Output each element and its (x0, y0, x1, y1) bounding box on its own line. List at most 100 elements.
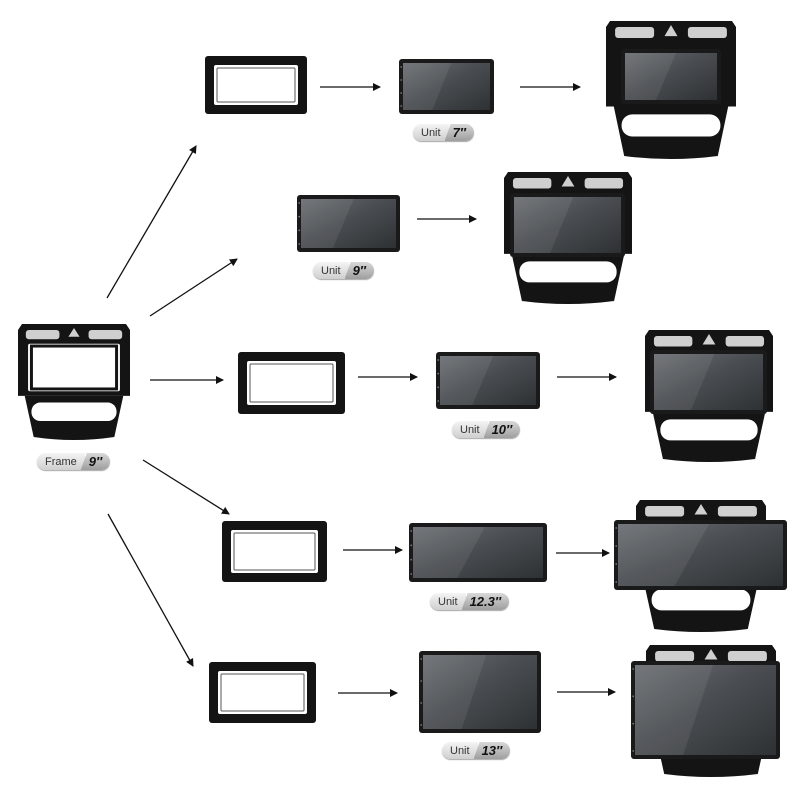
unit-side-button (437, 359, 440, 361)
unit-screen (618, 524, 783, 586)
unit-size: 12.3″ (461, 593, 510, 610)
unit-screen (440, 356, 536, 405)
result-screen-13 (631, 661, 780, 759)
dash-climate-slot (621, 114, 721, 137)
head-unit-13 (419, 651, 541, 733)
branch-arrow-9 (149, 258, 238, 317)
unit-label-text: Unit (413, 124, 449, 141)
unit-screen-glare (618, 524, 710, 586)
branch-arrow-12-3 (142, 459, 230, 515)
frame-inner-edge (233, 532, 316, 571)
unit-side-button (615, 527, 618, 529)
dash-vent-right (687, 27, 727, 39)
frame-opening (231, 530, 318, 573)
unit-label-text: Unit (442, 742, 478, 759)
unit-screen (635, 665, 776, 755)
unit-screen (301, 199, 396, 248)
unit-screen (423, 655, 537, 729)
unit-screen-glare (635, 665, 713, 755)
unit-side-button (400, 66, 403, 68)
frame-opening (214, 65, 298, 105)
unit-side-button (437, 400, 440, 402)
source-frame (18, 324, 130, 440)
dash-climate-slot (660, 419, 758, 441)
unit-label-text: Unit (430, 593, 466, 610)
dash-vent-left (512, 178, 552, 189)
dash-vent-right (725, 336, 765, 347)
head-unit-7 (399, 59, 494, 114)
dash-vent-left (645, 506, 685, 517)
unit-label-9: Unit 9″ (313, 262, 375, 279)
dash-vent-right (717, 506, 757, 517)
dash-climate-slot (519, 261, 617, 283)
dash-climate-slot (651, 589, 751, 611)
dash-hazard-button (561, 176, 575, 187)
dash-hazard-button (694, 504, 708, 515)
unit-side-button (410, 573, 413, 575)
dash-hazard-button (702, 334, 716, 345)
unit-screen-glare (423, 655, 487, 729)
unit-screen (403, 63, 490, 110)
dash-screen (654, 354, 763, 410)
head-unit-12-3 (409, 523, 547, 582)
dash-vent-right (584, 178, 624, 189)
dash-hazard-button (68, 328, 80, 337)
unit-screen-glare (403, 63, 452, 110)
unit-side-button (632, 695, 635, 698)
adapter-frame-7 (205, 56, 307, 114)
dash-vent-left (653, 336, 693, 347)
unit-side-button (400, 105, 403, 107)
unit-label-13: Unit 13″ (442, 742, 511, 759)
unit-label-text: Unit (452, 421, 488, 438)
dash-vent-right (88, 330, 123, 340)
dash-screen-glare (654, 354, 715, 410)
unit-size: 7″ (444, 124, 475, 141)
unit-side-button (632, 750, 635, 752)
head-unit-10 (436, 352, 540, 409)
source-frame-label: Frame 9″ (37, 453, 111, 470)
unit-label-12-3: Unit 12.3″ (430, 593, 510, 610)
unit-side-button (437, 386, 440, 389)
unit-side-button (410, 530, 413, 532)
unit-side-button (615, 581, 618, 583)
unit-side-button (632, 722, 635, 725)
frame-opening (218, 671, 307, 714)
result-dash-9 (504, 172, 632, 304)
unit-size: 10″ (483, 421, 521, 438)
unit-side-button (615, 563, 618, 565)
unit-side-button (298, 202, 301, 204)
dash-screen-glare (514, 197, 574, 253)
unit-side-button (298, 243, 301, 245)
unit-size: 13″ (473, 742, 511, 759)
unit-screen (413, 527, 543, 578)
adapter-frame-12-3 (222, 521, 327, 582)
dash-screen (625, 53, 717, 100)
source-frame-label-text: Frame (37, 453, 85, 470)
frame-inner-edge (249, 363, 334, 403)
dash-screen-glare (625, 53, 676, 100)
unit-label-7: Unit 7″ (413, 124, 475, 141)
unit-side-button (437, 372, 440, 375)
unit-side-button (615, 545, 618, 547)
unit-screen-glare (440, 356, 494, 405)
result-screen-12-3 (614, 520, 787, 590)
frame-opening (247, 361, 336, 405)
frame-inner-edge (216, 67, 296, 103)
unit-label-10: Unit 10″ (452, 421, 521, 438)
unit-side-button (420, 702, 423, 704)
head-unit-9 (297, 195, 400, 252)
unit-screen-glare (413, 527, 485, 578)
result-dash-7 (606, 21, 736, 159)
unit-side-button (400, 79, 403, 81)
unit-side-button (400, 92, 403, 94)
unit-side-button (298, 215, 301, 218)
unit-side-button (420, 680, 423, 682)
unit-side-button (410, 544, 413, 547)
unit-size: 9″ (344, 262, 375, 279)
unit-side-button (410, 558, 413, 561)
branch-arrow-13 (107, 513, 194, 667)
source-frame-size: 9″ (80, 453, 111, 470)
dash-opening (28, 343, 120, 392)
